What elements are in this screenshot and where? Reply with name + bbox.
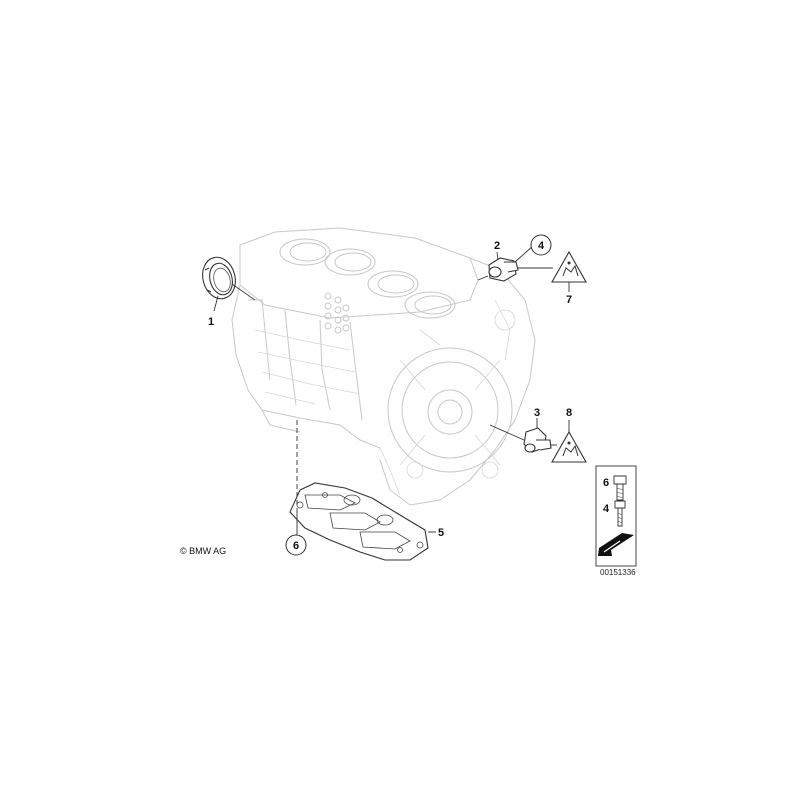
warning-triangle-icon <box>551 250 587 283</box>
parts-legend: 6 4 <box>595 465 637 567</box>
shaft-seal-part <box>202 256 236 300</box>
callout-8: 8 <box>566 407 572 419</box>
callout-1: 1 <box>208 316 214 328</box>
copyright-text: © BMW AG <box>180 546 226 556</box>
callout-circle-6 <box>285 534 307 556</box>
engine-block-outline <box>231 227 536 506</box>
legend-label-4: 4 <box>603 503 610 515</box>
callout-3: 3 <box>534 407 540 419</box>
callout-2: 2 <box>494 240 500 252</box>
bolt-icon <box>613 475 627 501</box>
callout-5: 5 <box>438 527 444 539</box>
sensor-part-3 <box>523 427 552 453</box>
warning-triangle-icon <box>551 430 587 463</box>
gasket-part-5 <box>289 482 429 561</box>
arrow-icon <box>598 533 634 556</box>
legend-label-6: 6 <box>603 477 609 489</box>
bolt-icon <box>614 500 626 527</box>
callout-6: 6 <box>293 540 299 552</box>
callout-7: 7 <box>566 294 572 306</box>
leader-line-1 <box>213 295 219 312</box>
diagram-id: 00151336 <box>600 568 636 577</box>
leader-line-2 <box>496 251 499 261</box>
sensor-part-2 <box>488 257 519 282</box>
callout-4: 4 <box>538 240 545 252</box>
callout-circle-4 <box>530 234 552 256</box>
